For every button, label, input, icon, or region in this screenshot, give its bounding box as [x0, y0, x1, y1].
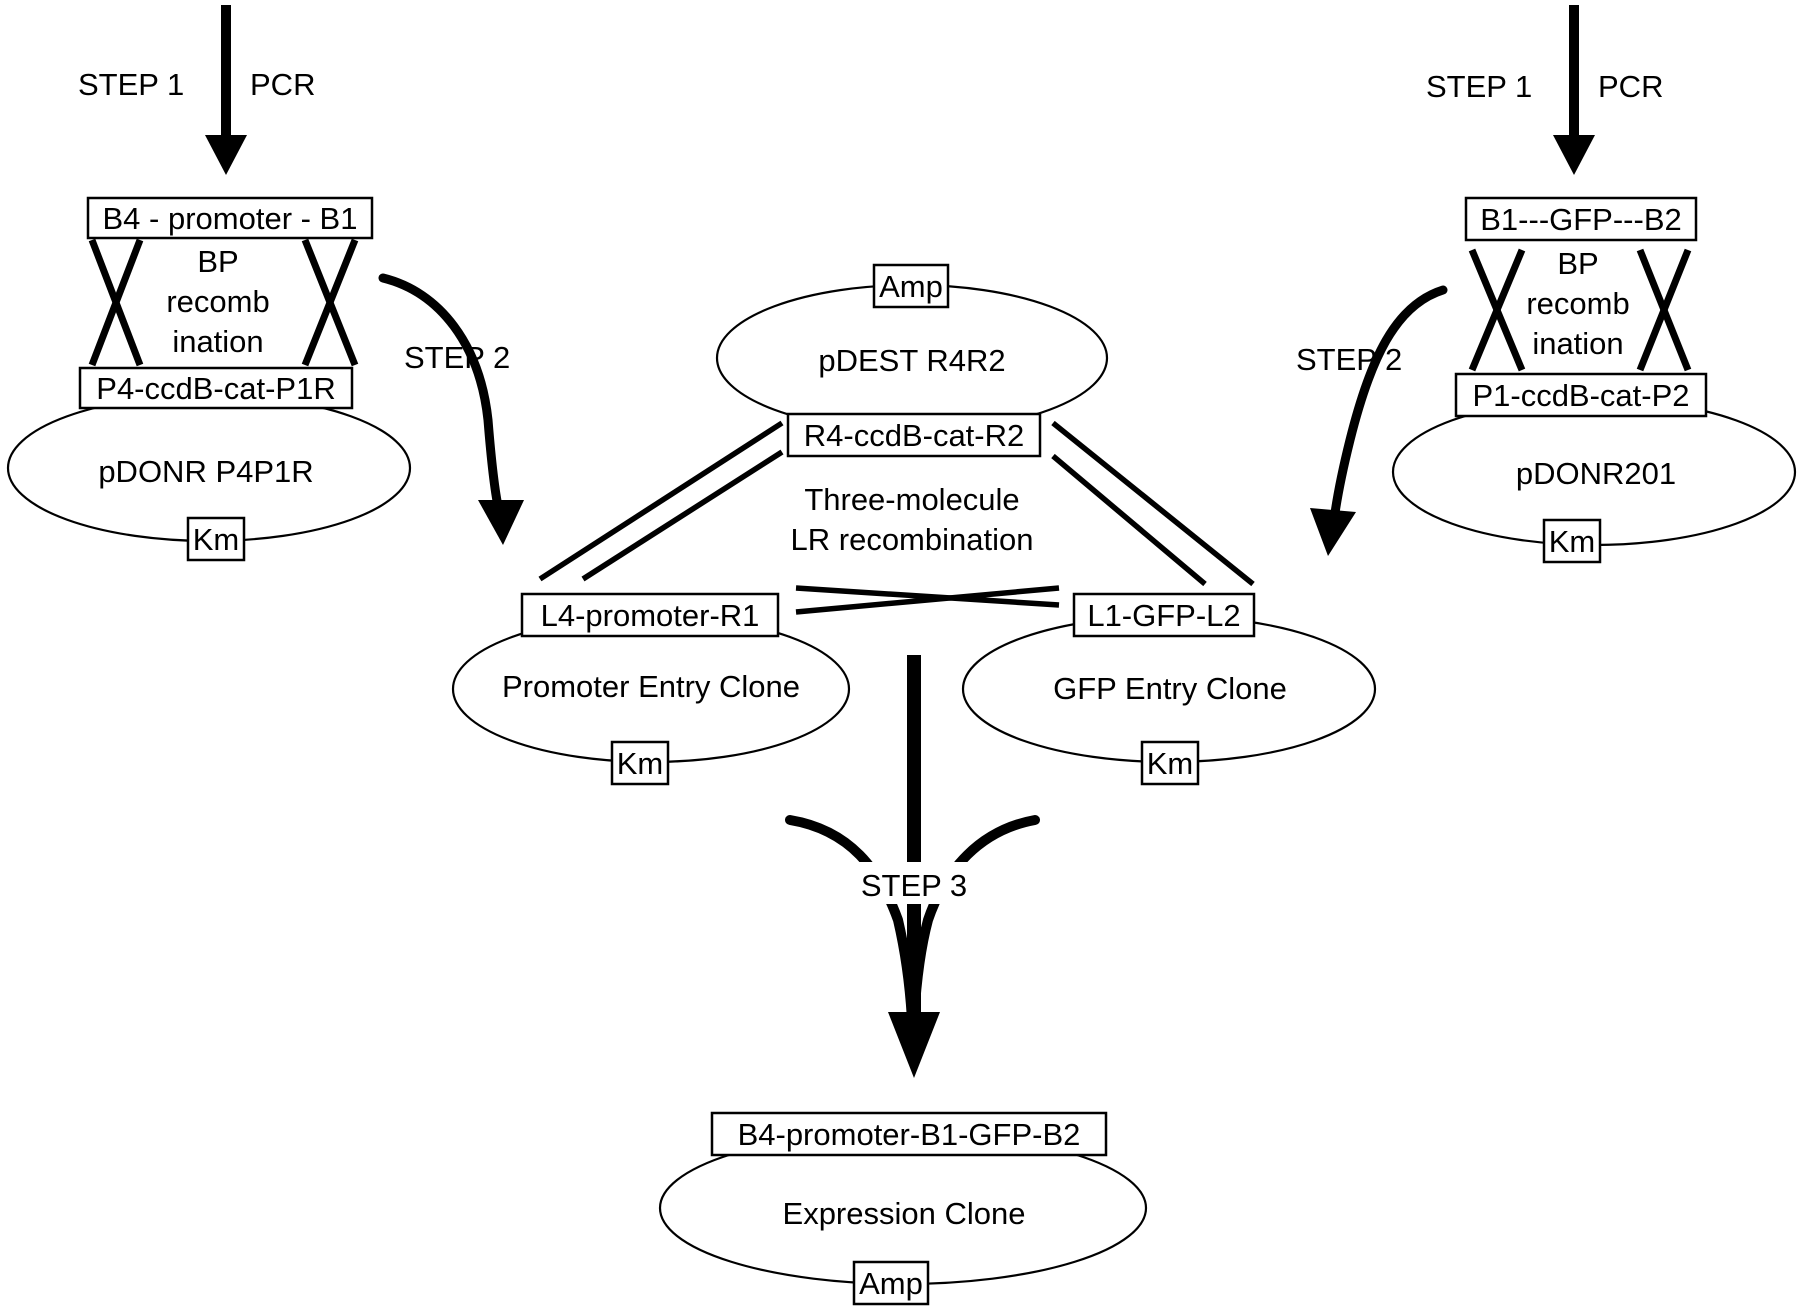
- step3-label: STEP 3: [861, 868, 967, 903]
- right-step1-label: STEP 1: [1426, 69, 1532, 104]
- right-branch: STEP 1 PCR B1---GFP---B2 BP recomb inati…: [1296, 5, 1797, 564]
- promoter-entry-cassette-label: L4-promoter-R1: [541, 598, 760, 633]
- expression-cassette-label: B4-promoter-B1-GFP-B2: [738, 1117, 1081, 1152]
- left-step1-arrow-head: [205, 135, 247, 175]
- left-pcr-product-label: B4 - promoter - B1: [103, 201, 358, 236]
- lr-cross-line-left: [538, 420, 784, 582]
- expression-plasmid-label: Expression Clone: [783, 1196, 1026, 1231]
- step3-right-arc: [909, 815, 1040, 1025]
- right-pcr-label: PCR: [1598, 69, 1663, 104]
- left-donor-cassette-label: P4-ccdB-cat-P1R: [96, 371, 335, 406]
- lr-cross-line-middle: [795, 585, 1060, 615]
- right-donor-plasmid-label: pDONR201: [1516, 456, 1676, 491]
- promoter-entry-marker-label: Km: [617, 746, 664, 781]
- left-pcr-product-box: [86, 196, 374, 240]
- left-branch: STEP 1 PCR B4 - promoter - B1 BP recomb …: [6, 5, 524, 562]
- left-step1-label: STEP 1: [78, 67, 184, 102]
- left-donor-marker-label: Km: [193, 522, 240, 557]
- right-step2-label: STEP 2: [1296, 342, 1402, 377]
- promoter-entry-cassette-box: [520, 592, 780, 638]
- right-bp-cross-line: [1636, 248, 1692, 372]
- gfp-entry-plasmid-label: GFP Entry Clone: [1053, 671, 1287, 706]
- center-branch: Amp pDEST R4R2 R4-ccdB-cat-R2 Three-mole…: [451, 263, 1377, 1306]
- dest-plasmid-label: pDEST R4R2: [818, 343, 1005, 378]
- gfp-entry-cassette-box: [1072, 592, 1256, 638]
- dest-marker-box: [872, 263, 950, 309]
- lr-cross-line-right: [1051, 420, 1255, 587]
- gfp-entry-marker-label: Km: [1147, 746, 1194, 781]
- left-bp-cross-line: [88, 238, 144, 367]
- promoter-entry-plasmid-label: Promoter Entry Clone: [502, 669, 800, 704]
- lr-label-line1: Three-molecule: [804, 482, 1019, 517]
- step3-left-arc: [785, 815, 917, 1025]
- right-pcr-product-box: [1464, 196, 1698, 242]
- left-bp-label-line3: ination: [172, 324, 263, 359]
- right-donor-cassette-box: [1454, 372, 1708, 418]
- expression-marker-label: Amp: [859, 1266, 923, 1301]
- left-bp-label-line1: BP: [197, 244, 238, 279]
- dest-cassette-box: [786, 412, 1042, 458]
- lr-cross-line-middle: [795, 585, 1060, 608]
- expression-marker-box: [852, 1260, 930, 1306]
- gfp-entry-cassette-label: L1-GFP-L2: [1087, 598, 1240, 633]
- expression-cassette-box: [710, 1111, 1108, 1157]
- dest-cassette-label: R4-ccdB-cat-R2: [804, 418, 1025, 453]
- right-bp-label-line3: ination: [1532, 326, 1623, 361]
- left-donor-marker-box: [186, 516, 246, 562]
- gfp-entry-marker-box: [1140, 740, 1200, 786]
- right-bp-cross-line: [1468, 248, 1526, 372]
- left-bp-cross-line: [301, 238, 359, 367]
- right-pcr-product-label: B1---GFP---B2: [1480, 202, 1682, 237]
- left-donor-plasmid-label: pDONR P4P1R: [98, 454, 313, 489]
- left-pcr-label: PCR: [250, 67, 315, 102]
- left-step2-label: STEP 2: [404, 340, 510, 375]
- left-donor-cassette-box: [78, 366, 354, 410]
- right-donor-cassette-label: P1-ccdB-cat-P2: [1472, 378, 1689, 413]
- step3-arrow-head: [888, 1012, 940, 1078]
- lr-cross-line-right: [1051, 453, 1207, 587]
- dest-marker-label: Amp: [879, 269, 943, 304]
- left-bp-label-line2: recomb: [166, 284, 269, 319]
- step3-label-bg: [850, 862, 978, 904]
- left-step2-arrow: [378, 273, 505, 520]
- right-donor-marker-label: Km: [1549, 524, 1596, 559]
- right-step2-arrow-head: [1310, 508, 1356, 556]
- right-donor-marker-box: [1542, 518, 1602, 564]
- right-bp-label-line2: recomb: [1526, 286, 1629, 321]
- lr-label-line2: LR recombination: [791, 522, 1034, 557]
- left-step2-arrow-head: [478, 500, 524, 545]
- promoter-entry-marker-box: [610, 740, 670, 786]
- right-step2-arrow: [1329, 285, 1448, 525]
- right-step1-arrow-head: [1553, 135, 1595, 175]
- right-bp-label-line1: BP: [1557, 246, 1598, 281]
- lr-cross-line-left: [581, 449, 784, 582]
